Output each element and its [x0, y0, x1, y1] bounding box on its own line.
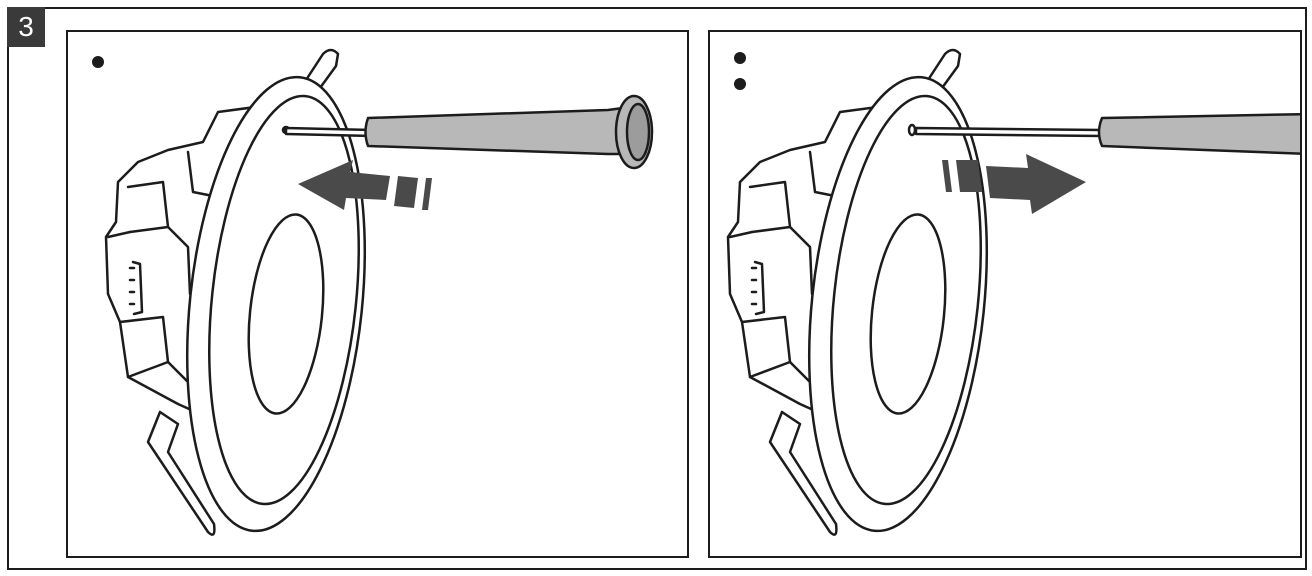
- sensor-window: [869, 213, 947, 415]
- mounting-clip-top: [926, 48, 962, 90]
- detector-illustration: [726, 48, 1300, 536]
- panel-pull-out: [708, 30, 1302, 558]
- push-arrow-icon: [298, 160, 432, 210]
- screwdriver: [284, 94, 654, 170]
- screwdriver-handle: [1097, 112, 1300, 155]
- mounting-clip-bottom: [146, 410, 216, 536]
- step-dot-icon: [734, 52, 746, 64]
- step-dot-icon: [734, 78, 746, 90]
- step-number-badge: 3: [7, 7, 45, 47]
- release-hole: [907, 123, 917, 137]
- panel-push-in: [66, 30, 689, 558]
- figure-frame: [7, 7, 1307, 570]
- screwdriver: [914, 112, 1300, 155]
- step-dot-icon: [92, 56, 104, 68]
- pull-arrow-icon: [942, 154, 1086, 214]
- sensor-window: [247, 213, 325, 415]
- mounting-clip-top: [304, 48, 340, 90]
- screwdriver-handle: [364, 106, 627, 156]
- detector-illustration: [104, 48, 654, 536]
- mounting-clip-bottom: [768, 410, 838, 536]
